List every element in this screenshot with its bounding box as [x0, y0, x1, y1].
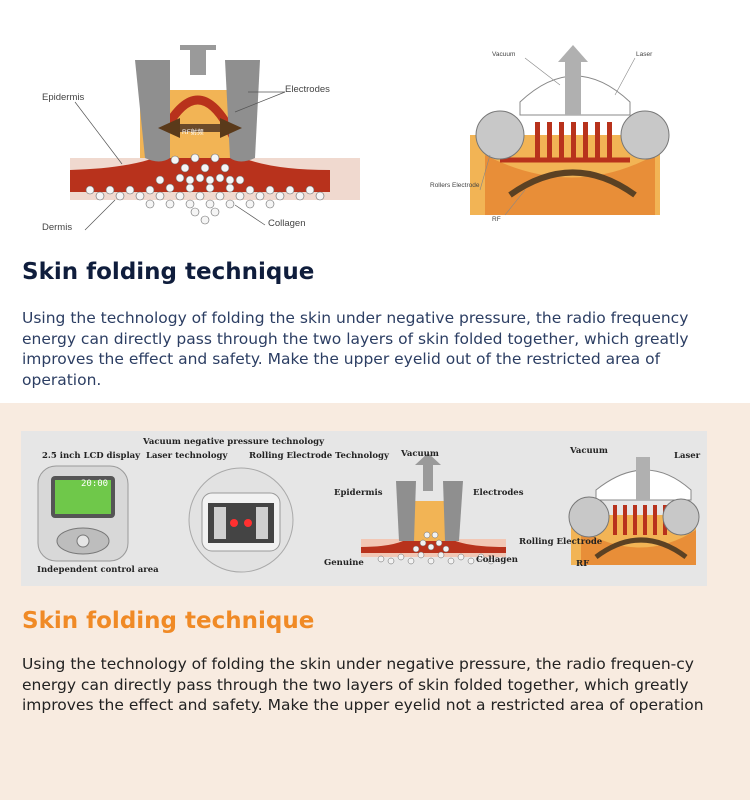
section-body-bottom: Using the technology of folding the skin…	[22, 655, 704, 714]
lcd-display-label: 2.5 inch LCD display	[42, 451, 141, 461]
laser-label: Laser	[636, 51, 653, 58]
epidermis-label: Epidermis	[42, 92, 85, 103]
handpiece-illustration	[188, 467, 294, 573]
skin-fold-illustration	[70, 45, 360, 231]
section-body-top: Using the technology of folding the skin…	[22, 309, 689, 389]
right-rf-label: RF	[576, 559, 590, 569]
mid-skin-fold-illustration	[361, 453, 506, 565]
rollers-electrode-label: Rollers Electrode	[430, 182, 480, 189]
rf-caption: RF射频	[182, 129, 204, 136]
mid-vacuum-label: Vacuum	[401, 449, 439, 459]
rf-label: RF	[492, 216, 501, 223]
roller-laser-diagram: Vacuum Laser Rollers Electrode RF	[430, 40, 670, 230]
mid-genuine-label: Genuine	[324, 558, 364, 568]
vacuum-tech-label: Vacuum negative pressure technology	[143, 437, 325, 447]
dermis-label: Dermis	[42, 222, 73, 233]
skin-fold-diagram: Epidermis Electrodes Dermis Collagen RF射…	[30, 40, 370, 240]
rolling-tech-label: Rolling Electrode Technology	[249, 451, 389, 461]
lcd-display-value: 20:00	[81, 479, 109, 489]
mid-epidermis-label: Epidermis	[334, 488, 383, 498]
top-section: Epidermis Electrodes Dermis Collagen RF射…	[22, 40, 689, 389]
electrodes-label: Electrodes	[285, 84, 330, 95]
collagen-label: Collagen	[268, 218, 306, 229]
section-title-top: Skin folding technique	[22, 259, 315, 285]
roller-laser-illustration	[470, 45, 670, 216]
right-laser-label: Laser	[674, 451, 701, 461]
technology-strip: 20:00 2.5 inch LCD display Independent c…	[21, 431, 707, 586]
laser-tech-label: Laser technology	[146, 451, 228, 461]
section-title-bottom: Skin folding technique	[22, 608, 315, 634]
mid-electrodes-label: Electrodes	[473, 488, 524, 498]
vacuum-label: Vacuum	[492, 51, 516, 58]
lcd-device-illustration	[37, 465, 129, 562]
mid-collagen-label: Collagen	[476, 555, 518, 565]
right-rolling-label: Rolling Electrode	[519, 537, 603, 547]
right-vacuum-label: Vacuum	[570, 446, 608, 456]
independent-control-label: Independent control area	[37, 565, 159, 575]
right-rollers-illustration	[568, 457, 700, 565]
